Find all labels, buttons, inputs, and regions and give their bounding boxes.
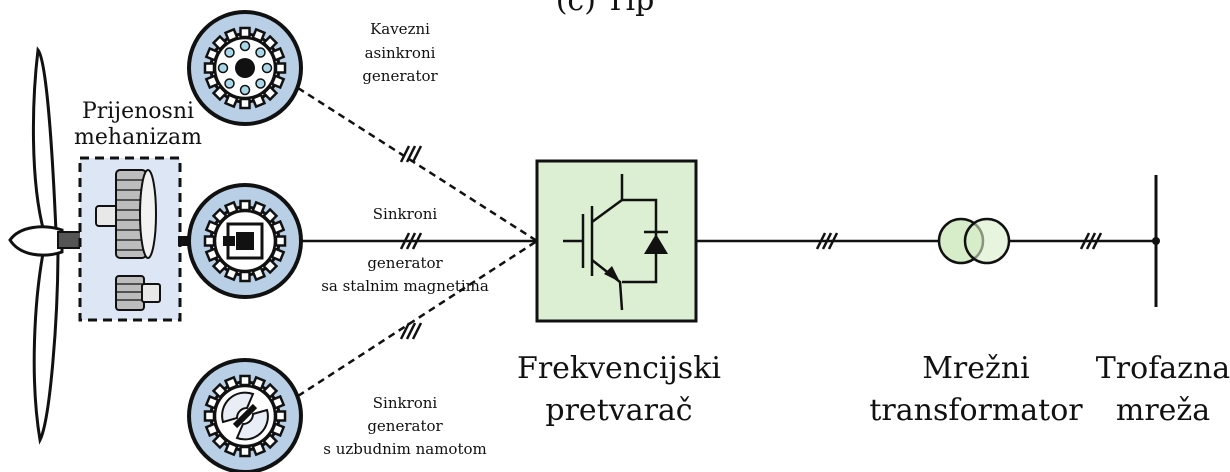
induction-generator-label: Kavezni asinkroni generator xyxy=(362,20,438,85)
grid-label-line2: mreža xyxy=(1116,393,1210,428)
three-phase-mark-4 xyxy=(815,231,839,251)
gearbox-label-line1: Prijenosni xyxy=(82,99,194,124)
svg-text:Sinkroni: Sinkroni xyxy=(373,394,438,412)
wrsg-generator-icon xyxy=(187,358,303,472)
svg-text:Sinkroni: Sinkroni xyxy=(373,205,438,223)
induction-generator-icon xyxy=(187,10,303,126)
svg-text:generator: generator xyxy=(367,417,443,435)
gearbox xyxy=(78,156,182,322)
pmsg-generator-icon xyxy=(187,183,303,299)
svg-text:sa stalnim magnetima: sa stalnim magnetima xyxy=(321,277,489,295)
svg-text:s uzbudnim namotom: s uzbudnim namotom xyxy=(323,440,486,458)
frequency-converter xyxy=(535,159,698,323)
three-phase-mark-2 xyxy=(399,231,423,251)
gearbox-label-line2: mehanizam xyxy=(74,125,202,150)
svg-text:Kavezni: Kavezni xyxy=(370,20,430,38)
svg-text:asinkroni: asinkroni xyxy=(365,44,436,62)
converter-label-line1: Frekvencijski xyxy=(517,351,721,386)
three-phase-mark-5 xyxy=(1079,231,1103,251)
grid-label-line1: Trofazna xyxy=(1096,351,1230,386)
transformer-icon xyxy=(937,217,1011,265)
grid-connection-node xyxy=(1152,237,1160,245)
transformer-label-line1: Mrežni xyxy=(922,351,1030,386)
svg-text:generator: generator xyxy=(367,254,443,272)
three-phase-mark-3 xyxy=(399,321,423,341)
wind-turbine-rotor xyxy=(8,46,87,445)
converter-label-line2: pretvarač xyxy=(545,393,692,428)
wrsg-generator-label: Sinkroni generator s uzbudnim namotom xyxy=(323,394,486,458)
transformer-label-line2: transformator xyxy=(869,393,1083,428)
pmsg-generator-label: Sinkroni generator sa stalnim magnetima xyxy=(321,205,489,295)
svg-text:generator: generator xyxy=(362,67,438,85)
figure-title: (c) Tip xyxy=(556,0,655,18)
